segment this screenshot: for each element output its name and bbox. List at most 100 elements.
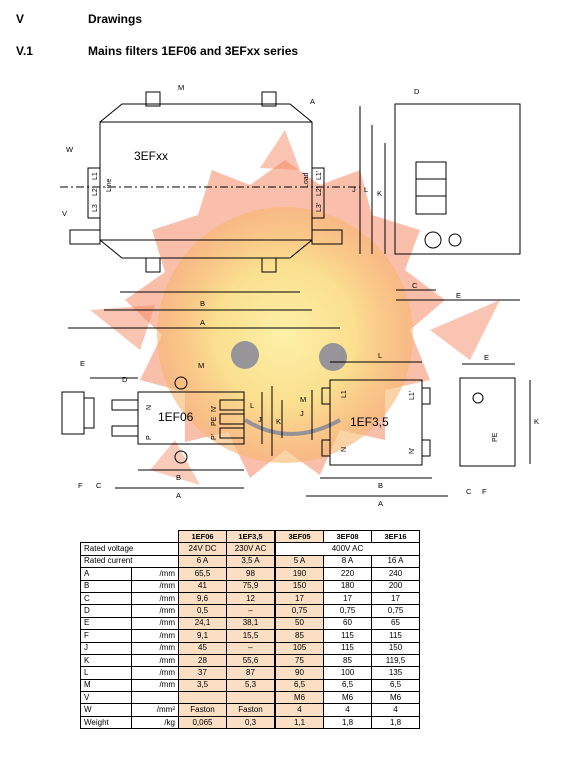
top-terminal-l1p: L1' <box>316 171 323 180</box>
col-1ef35: 1EF3,5 <box>226 529 276 544</box>
table-cell: 50 <box>274 616 324 631</box>
table-cell: 55,6 <box>226 653 276 668</box>
table-cell: 3,5 <box>178 678 227 693</box>
col-3ef08: 3EF08 <box>323 529 372 544</box>
table-row: J /mm 45 – 105 115 150 <box>80 641 420 655</box>
table-cell: – <box>226 641 276 655</box>
table-cell: 6,5 <box>323 678 372 693</box>
table-cell: 41 <box>178 579 227 593</box>
section-title: Drawings <box>88 12 143 26</box>
ef35-pe-label: PE <box>492 432 499 442</box>
table-cell: 38,1 <box>226 616 276 631</box>
ef06-body-label: 1EF06 <box>158 410 194 424</box>
table-cell: 150 <box>371 641 420 655</box>
ef35-dim-l: L <box>378 351 382 360</box>
watermark-sun <box>90 130 500 485</box>
table-row: Rated voltage 24V DC 230V AC 400V AC <box>80 542 420 556</box>
row-param: M <box>80 678 132 693</box>
ef06-dim-b: B <box>176 473 181 482</box>
row-unit: /mm <box>131 678 179 693</box>
ef35-dim-a: A <box>378 499 383 508</box>
table-cell: Faston <box>178 703 227 717</box>
table-cell: 4 <box>274 703 324 717</box>
table-cell: 9,1 <box>178 629 227 643</box>
row-label: Rated current <box>80 554 179 569</box>
section-number: V <box>16 12 25 26</box>
table-cell: 6,5 <box>274 678 324 693</box>
top-terminal-l3: L3 <box>92 204 99 212</box>
table-cell: 135 <box>371 666 420 680</box>
ef35-dim-c: C <box>466 487 472 496</box>
row-param: W <box>80 703 132 717</box>
col-3ef16: 3EF16 <box>371 529 420 544</box>
table-cell: 16 A <box>371 554 420 569</box>
top-terminal-l2p: L2' <box>316 187 323 196</box>
row-unit: /mm <box>131 604 179 618</box>
top-terminal-l2: L2 <box>92 188 99 196</box>
ef06-pin-pp: P' <box>211 434 218 440</box>
table-cell: 6 A <box>178 554 227 569</box>
table-cell: Faston <box>226 703 276 717</box>
table-cell: 0,75 <box>274 604 324 618</box>
table-cell: 87 <box>226 666 276 680</box>
table-cell: 90 <box>274 666 324 680</box>
top-body-label: 3EFxx <box>134 149 168 163</box>
table-row: K /mm 28 55,6 75 85 119,5 <box>80 653 420 668</box>
top-dim-j: J <box>352 185 356 194</box>
top-dim-b: B <box>200 299 205 308</box>
ef35-pin-np: N' <box>409 448 416 454</box>
table-row: Rated current 6 A 3,5 A 5 A 8 A 16 A <box>80 554 420 569</box>
row-unit: /mm <box>131 629 179 643</box>
table-cell: 0,065 <box>178 715 227 730</box>
top-dim-m: M <box>178 83 184 92</box>
top-dim-a: A <box>200 318 205 327</box>
ef35-pin-n: N <box>341 447 348 452</box>
row-param: L <box>80 666 132 680</box>
row-unit: /mm <box>131 666 179 680</box>
table-cell: 1,8 <box>323 715 372 730</box>
table-cell: 115 <box>323 629 372 643</box>
ef06-dim-c: C <box>96 481 102 490</box>
table-cell: 115 <box>323 641 372 655</box>
row-unit: /mm <box>131 616 179 631</box>
ef35-dim-m: M <box>300 395 306 404</box>
table-row: A /mm 65,5 98 190 220 240 <box>80 567 420 581</box>
table-cell: 0,75 <box>371 604 420 618</box>
table-row: W /mm² Faston Faston 4 4 4 <box>80 703 420 717</box>
ef06-pin-n: N <box>146 405 153 410</box>
table-cell: 4 <box>371 703 420 717</box>
table-row: D /mm 0,5 – 0,75 0,75 0,75 <box>80 604 420 618</box>
top-terminal-l1: L1 <box>92 172 99 180</box>
table-cell: 119,5 <box>371 653 420 668</box>
row-param: C <box>80 591 132 606</box>
row-unit: /mm <box>131 591 179 606</box>
spec-table: 1EF06 1EF3,5 3EF05 3EF08 3EF16 Rated vol… <box>80 529 420 730</box>
table-cell: 180 <box>323 579 372 593</box>
ef06-pin-np: N' <box>211 406 218 412</box>
table-row: M /mm 3,5 5,3 6,5 6,5 6,5 <box>80 678 420 693</box>
subsection-number: V.1 <box>16 44 33 58</box>
subsection-title: Mains filters 1EF06 and 3EFxx series <box>88 44 299 58</box>
table-cell: 28 <box>178 653 227 668</box>
row-unit: /mm <box>131 567 179 581</box>
table-cell: 5,3 <box>226 678 276 693</box>
ef35-pin-l1: L1 <box>341 390 348 398</box>
row-param: E <box>80 616 132 631</box>
table-cell: 230V AC <box>226 542 276 556</box>
table-cell: 24V DC <box>178 542 227 556</box>
table-cell: 65 <box>371 616 420 631</box>
ef06-dim-m: M <box>198 361 204 370</box>
row-param: B <box>80 579 132 593</box>
table-cell: 98 <box>226 567 276 581</box>
table-cell: 220 <box>323 567 372 581</box>
ef06-dim-l: L <box>250 401 254 410</box>
top-dim-d: D <box>414 87 420 96</box>
row-param: J <box>80 641 132 655</box>
row-unit: /mm² <box>131 703 179 717</box>
table-cell: 200 <box>371 579 420 593</box>
top-dim-a2: A <box>310 97 315 106</box>
table-cell: 85 <box>274 629 324 643</box>
table-row: E /mm 24,1 38,1 50 60 65 <box>80 616 420 631</box>
table-cell: 24,1 <box>178 616 227 631</box>
row-unit: /mm <box>131 579 179 593</box>
